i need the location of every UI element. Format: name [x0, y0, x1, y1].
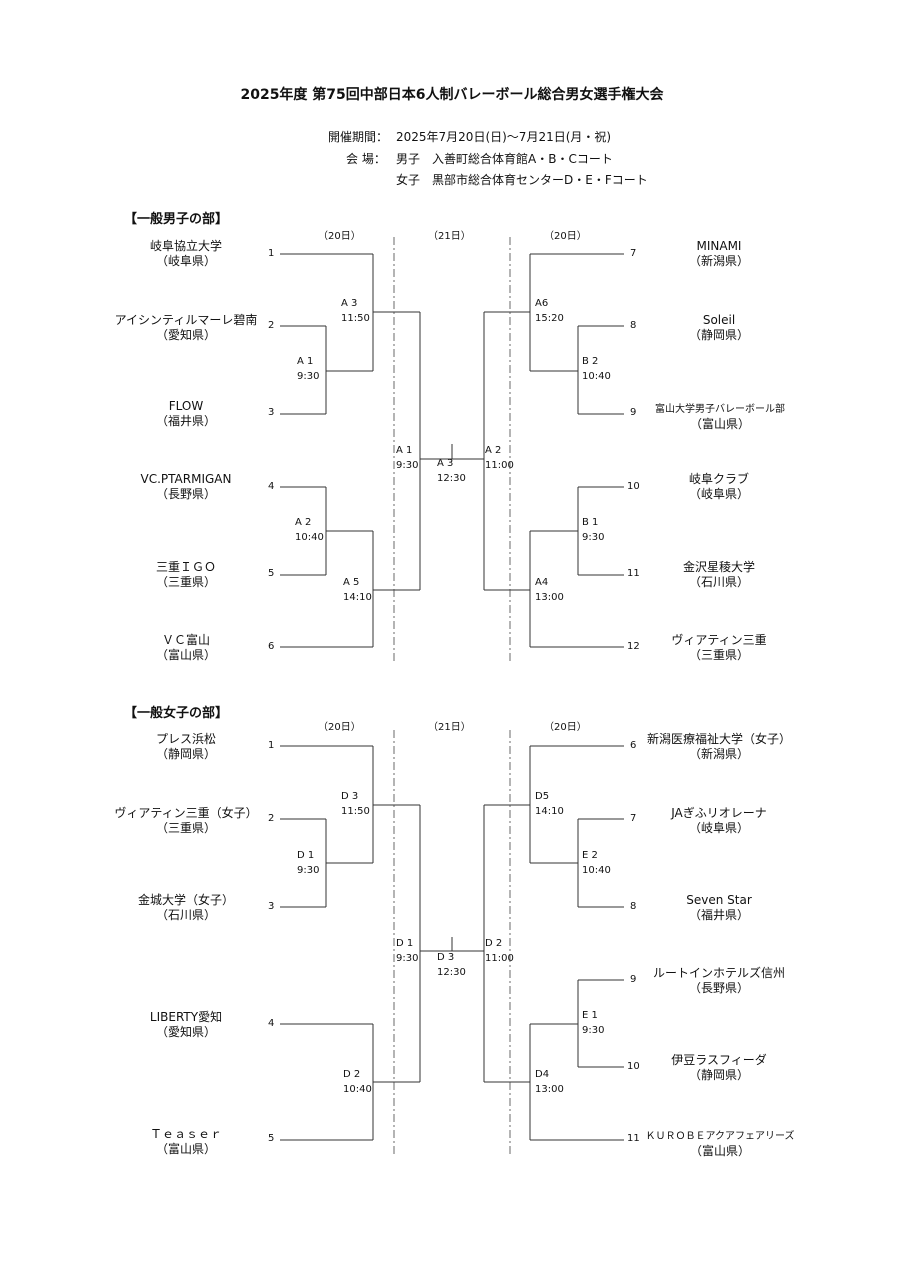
- venue-men: 男子 入善町総合体育館A・B・Cコート: [396, 152, 613, 166]
- men-seed-3: 3: [268, 407, 275, 418]
- period-value: 2025年7月20日(日)～7月21日(月・祝): [396, 130, 612, 144]
- men-seed-10: 10: [627, 481, 640, 492]
- men-team-9: 富山大学男子バレーボール部（富山県）: [655, 404, 785, 431]
- men-section-title: 【一般男子の部】: [124, 212, 229, 227]
- venue-women: 女子 黒部市総合体育センターD・E・Fコート: [396, 173, 648, 187]
- men-day-20-left: （20日）: [318, 231, 361, 242]
- men-seed-9: 9: [630, 407, 637, 418]
- women-day-21: （21日）: [428, 722, 471, 733]
- venue-line: 会 場： 男子 入善町総合体育館A・B・Cコート: [346, 150, 613, 167]
- women-team-5: Ｔｅａｓｅｒ（富山県）: [149, 1127, 222, 1156]
- men-team-1: 岐阜協立大学（岐阜県）: [149, 239, 222, 268]
- women-section-title: 【一般女子の部】: [124, 706, 229, 721]
- men-team-12: ヴィアティン三重（三重県）: [671, 633, 767, 662]
- men-seed-2: 2: [268, 320, 275, 331]
- women-team-7: JAぎふリオレーナ（岐阜県）: [671, 806, 767, 835]
- women-day-20-left: （20日）: [318, 722, 361, 733]
- women-seed-7: 7: [630, 813, 637, 824]
- women-team-3: 金城大学（女子）（石川県）: [137, 893, 234, 922]
- women-seed-11: 11: [627, 1133, 640, 1144]
- women-team-6: 新潟医療福祉大学（女子）（新潟県）: [646, 732, 791, 761]
- venue-label: 会 場：: [346, 152, 386, 166]
- men-team-2: アイシンティルマーレ碧南（愛知県）: [114, 313, 258, 342]
- women-team-4: LIBERTY愛知（愛知県）: [149, 1010, 223, 1039]
- men-day-21: （21日）: [428, 231, 471, 242]
- men-team-6: ＶＣ富山（富山県）: [155, 633, 216, 662]
- men-team-7: MINAMI（新潟県）: [688, 239, 749, 268]
- women-team-10: 伊豆ラスフィーダ（静岡県）: [671, 1053, 767, 1082]
- men-seed-7: 7: [630, 248, 637, 259]
- men-seed-5: 5: [268, 568, 275, 579]
- men-seed-4: 4: [268, 481, 275, 492]
- men-seed-8: 8: [630, 320, 637, 331]
- men-team-5: 三重ＩＧＯ（三重県）: [155, 560, 216, 589]
- women-seed-5: 5: [268, 1133, 275, 1144]
- men-seed-11: 11: [627, 568, 640, 579]
- men-seed-6: 6: [268, 641, 275, 652]
- men-day-20-right: （20日）: [544, 231, 587, 242]
- men-team-10: 岐阜クラブ（岐阜県）: [688, 472, 749, 501]
- women-seed-3: 3: [268, 901, 275, 912]
- women-team-8: Seven Star（福井県）: [686, 893, 752, 922]
- women-team-9: ルートインホテルズ信州（長野県）: [652, 966, 785, 995]
- women-seed-2: 2: [268, 813, 275, 824]
- women-team-2: ヴィアティン三重（女子）（三重県）: [114, 806, 258, 835]
- women-day-20-right: （20日）: [544, 722, 587, 733]
- women-seed-9: 9: [630, 974, 637, 985]
- women-team-11: ＫＵＲＯＢＥアクアフェアリーズ（富山県）: [645, 1131, 795, 1158]
- women-seed-4: 4: [268, 1018, 275, 1029]
- page-title: 2025年度 第75回中部日本6人制バレーボール総合男女選手権大会: [240, 87, 664, 103]
- men-seed-12: 12: [627, 641, 640, 652]
- period-label: 開催期間：: [328, 130, 389, 144]
- men-seed-1: 1: [268, 248, 275, 259]
- women-team-1: プレス浜松（静岡県）: [155, 732, 216, 761]
- women-seed-10: 10: [627, 1061, 640, 1072]
- women-seed-8: 8: [630, 901, 637, 912]
- men-team-4: VC.PTARMIGAN（長野県）: [140, 472, 232, 501]
- men-team-11: 金沢星稜大学（石川県）: [682, 560, 755, 589]
- women-seed-1: 1: [268, 740, 275, 751]
- men-team-8: Soleil（静岡県）: [688, 313, 749, 342]
- period-line: 開催期間： 2025年7月20日(日)～7月21日(月・祝): [328, 128, 611, 145]
- women-seed-6: 6: [630, 740, 637, 751]
- men-team-3: FLOW（福井県）: [155, 399, 216, 428]
